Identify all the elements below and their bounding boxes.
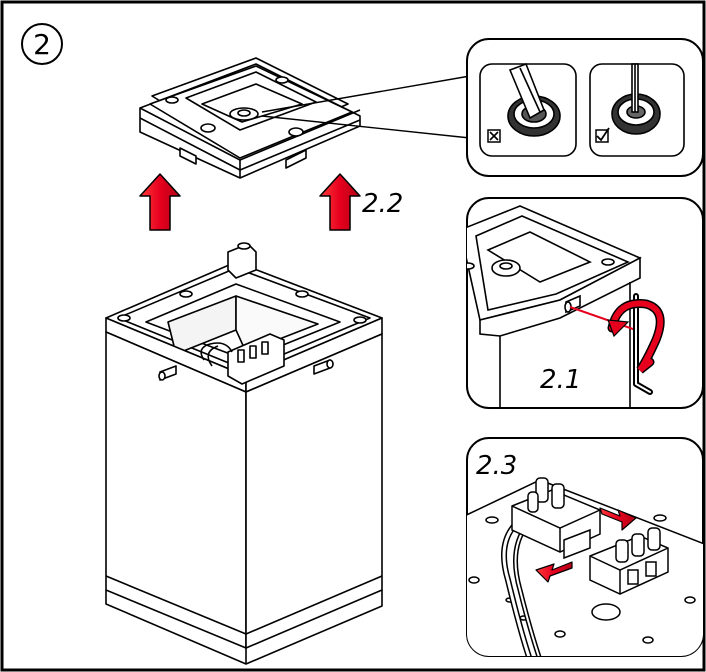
tool-line [569, 306, 637, 331]
callout-leaders [261, 75, 471, 139]
pull-arrow-right [599, 507, 637, 531]
panel-connector: 2.3 [466, 437, 704, 657]
check-box-icon [595, 127, 610, 143]
step-number-badge: 2 [21, 23, 63, 65]
lid [139, 57, 361, 179]
label-2-1: 2.1 [540, 365, 581, 395]
seal-wrong [479, 62, 577, 157]
step-number: 2 [33, 28, 51, 61]
rotate-arrow-icon [607, 299, 665, 374]
seal-right [589, 63, 685, 157]
label-2-3: 2.3 [476, 451, 517, 481]
lift-arrow-left [139, 173, 181, 231]
cross-box-icon [487, 129, 501, 143]
housing-box [105, 242, 383, 665]
panel-pin-tool: 2.1 [466, 197, 704, 409]
lift-arrow-right [319, 173, 361, 231]
pull-arrow-left [535, 561, 573, 583]
label-2-2: 2.2 [362, 189, 403, 219]
panel-seal-compare [466, 38, 704, 177]
